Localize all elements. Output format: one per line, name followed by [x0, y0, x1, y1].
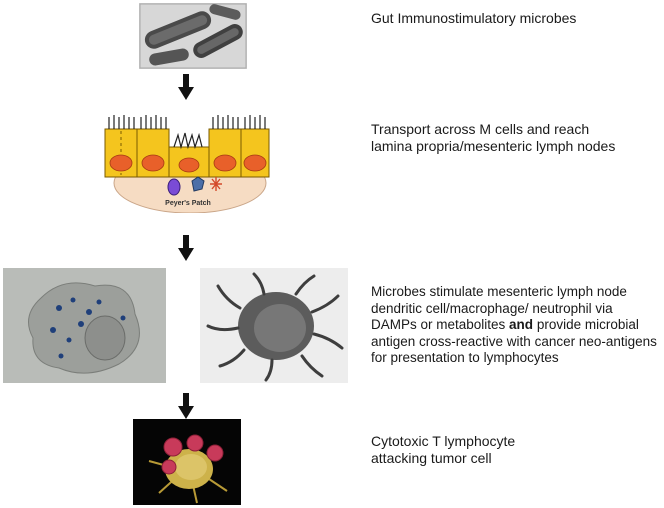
- step-3-text-b: provide microbial antigen cross-reactive…: [371, 317, 657, 365]
- step-3-label: Microbes stimulate mesenteric lymph node…: [371, 284, 659, 367]
- dendritic-cell-em-micrograph: [200, 268, 348, 383]
- step-4-label: Cytotoxic T lymphocyte attacking tumor c…: [371, 433, 516, 466]
- down-arrow-2: [178, 235, 194, 261]
- step-1-label: Gut Immunostimulatory microbes: [371, 10, 577, 26]
- step-2-label: Transport across M cells and reach lamin…: [371, 121, 616, 154]
- dendritic-cell-light-micrograph: [3, 268, 166, 383]
- t-cell-tumor-micrograph: [133, 419, 241, 505]
- step-3-text-bold: and: [509, 317, 534, 332]
- microbe-micrograph: [139, 3, 247, 69]
- step-3-text-a: Microbes stimulate mesenteric lymph node…: [371, 284, 627, 332]
- peyers-patch-label: Peyer's Patch: [165, 200, 211, 207]
- down-arrow-3: [178, 393, 194, 419]
- peyers-patch-diagram: Peyer's Patch: [100, 101, 270, 213]
- down-arrow-1: [178, 74, 194, 100]
